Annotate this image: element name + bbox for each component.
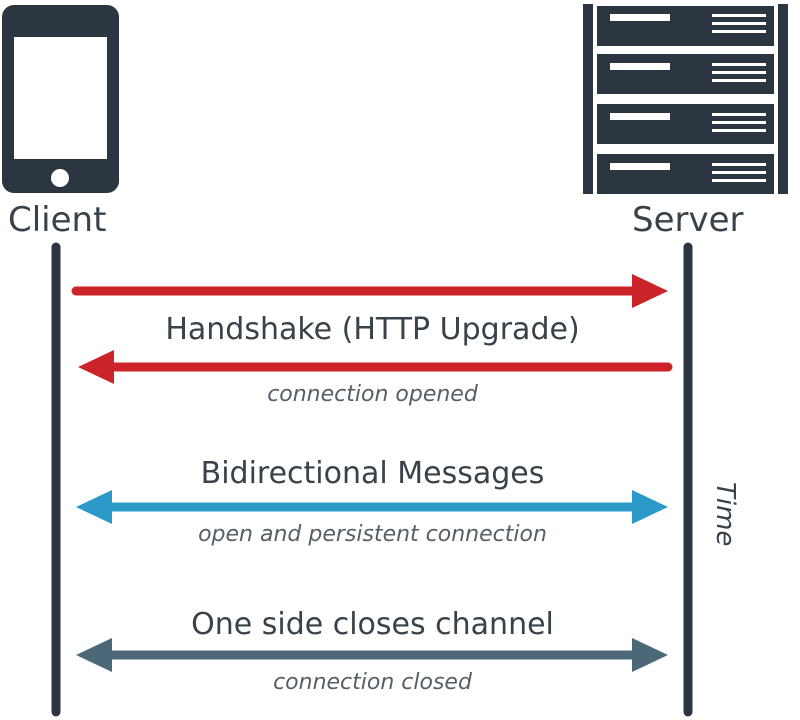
handshake-response-arrow — [78, 350, 673, 384]
messages-title: Bidirectional Messages — [200, 456, 545, 491]
handshake-title: Handshake (HTTP Upgrade) — [165, 312, 580, 347]
handshake-request-arrow — [71, 274, 668, 308]
time-axis-label: Time — [704, 460, 764, 546]
close-note: connection closed — [273, 670, 472, 695]
close-channel-arrow — [76, 638, 668, 672]
server-rack-icon — [583, 4, 788, 194]
messages-note: open and persistent connection — [198, 522, 547, 547]
handshake-note: connection opened — [267, 382, 478, 407]
client-label: Client — [8, 200, 107, 240]
bidirectional-messages-arrow — [76, 490, 668, 524]
close-title: One side closes channel — [191, 607, 554, 642]
smartphone-icon — [2, 5, 119, 193]
server-label: Server — [632, 200, 744, 240]
time-axis-text: Time — [710, 482, 740, 547]
